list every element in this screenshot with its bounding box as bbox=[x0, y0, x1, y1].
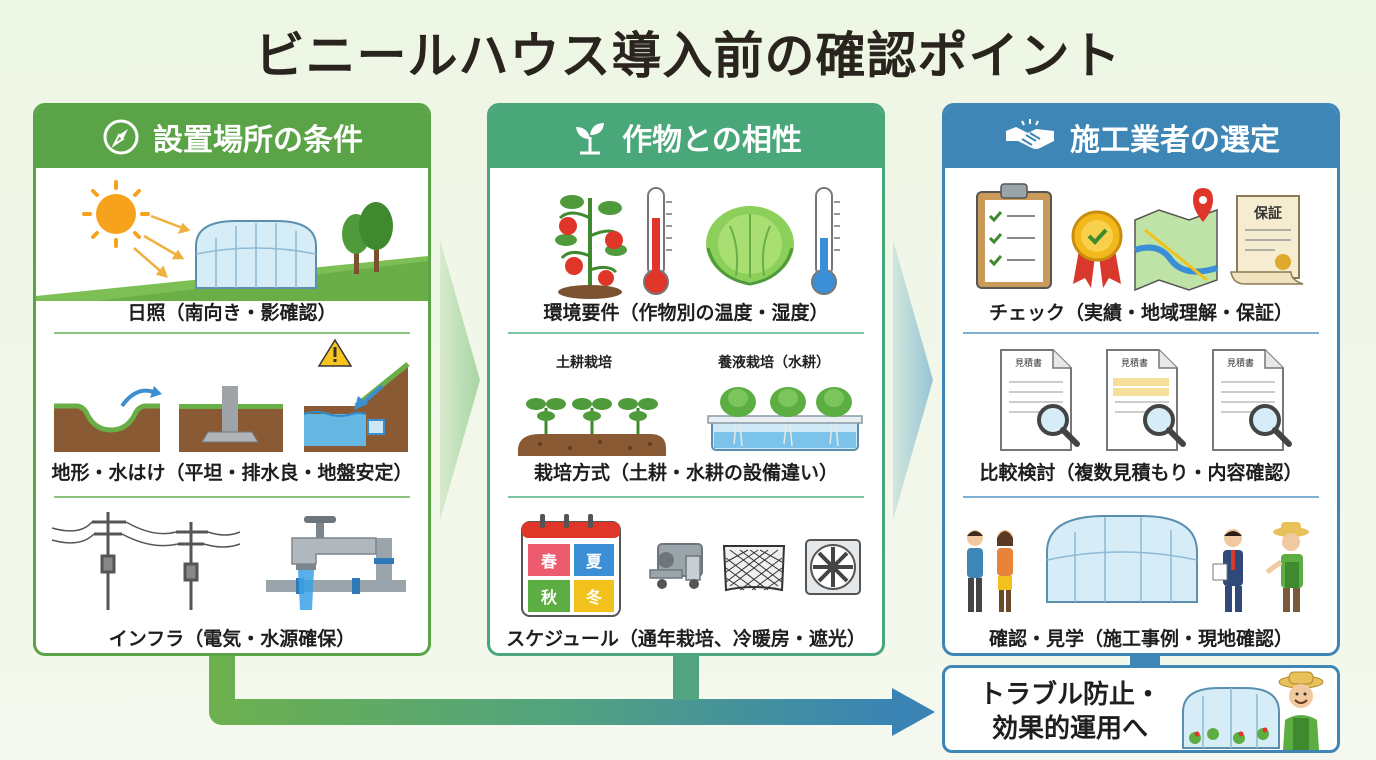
thermometer-cool-icon bbox=[811, 187, 840, 295]
section-caption: インフラ（電気・水源確保） bbox=[108, 628, 356, 650]
utility-pole-icon bbox=[51, 512, 241, 610]
clipboard-icon bbox=[976, 183, 1052, 289]
panel-header: 作物との相性 bbox=[490, 106, 882, 168]
panel-crop-compatibility: 作物との相性 bbox=[487, 103, 885, 656]
section-checklist: 保証 チェック（実績・地域理解・保証） bbox=[945, 168, 1337, 333]
contractor-person-icon bbox=[1212, 529, 1243, 612]
panel-contractor-selection: 施工業者の選定 bbox=[942, 103, 1340, 656]
lettuce-icon bbox=[706, 206, 794, 286]
quotation-document-2: 見積書 bbox=[1106, 349, 1186, 451]
shade-net-icon bbox=[722, 545, 786, 592]
person-icon bbox=[997, 530, 1013, 612]
divider bbox=[963, 332, 1319, 334]
greenhouse-icon bbox=[195, 220, 317, 289]
sunlight-illustration bbox=[36, 180, 428, 301]
sprout-icon bbox=[576, 123, 605, 155]
doc-label: 見積書 bbox=[1121, 357, 1148, 369]
goal-line-2: 効果的運用へ bbox=[991, 714, 1148, 744]
section-caption: 確認・見学（施工事例・現地確認） bbox=[988, 628, 1293, 650]
quotation-document-3: 見積書 bbox=[1212, 349, 1292, 451]
soil-culture-label: 土耕栽培 bbox=[556, 355, 612, 371]
quotation-document-1: 見積書 bbox=[1000, 349, 1080, 451]
season-summer: 夏 bbox=[585, 552, 603, 571]
divider bbox=[54, 496, 410, 498]
compass-icon bbox=[103, 119, 139, 155]
map-icon bbox=[1134, 188, 1218, 292]
section-environment: 環境要件（作物別の温度・湿度） bbox=[490, 168, 882, 333]
section-caption: 環境要件（作物別の温度・湿度） bbox=[543, 302, 829, 324]
panel-heading: 施工業者の選定 bbox=[1070, 123, 1280, 158]
schedule-illustration: 春 夏 秋 冬 bbox=[521, 514, 861, 617]
panel-header: 施工業者の選定 bbox=[945, 106, 1337, 168]
section-comparison: 見積書 見積書 見積書 比較 bbox=[945, 334, 1337, 494]
panel-header: 設置場所の条件 bbox=[36, 106, 428, 168]
doc-label: 見積書 bbox=[1227, 357, 1254, 369]
section-cultivation-method: 土耕栽培 養液栽培（水耕） bbox=[490, 334, 882, 494]
infrastructure-illustration bbox=[51, 512, 406, 610]
section-caption: 栽培方式（土耕・水耕の設備違い） bbox=[533, 462, 838, 484]
section-terrain: 地形・水はけ（平坦・排水良・地盤安定） bbox=[36, 334, 428, 494]
handshake-icon bbox=[1006, 119, 1054, 149]
page-title: ビニールハウス導入前の確認ポイント bbox=[254, 27, 1122, 85]
section-caption: スケジュール（通年栽培、冷暖房・遮光） bbox=[506, 628, 866, 650]
goal-text: トラブル防止・ 効果的運用へ bbox=[965, 678, 1175, 746]
farmer-icon bbox=[1278, 671, 1324, 750]
ventilation-fan-icon bbox=[805, 539, 861, 595]
environment-illustration bbox=[555, 187, 840, 299]
doc-label: 見積書 bbox=[1015, 357, 1042, 369]
goal-illustration bbox=[1182, 671, 1324, 750]
person-icon bbox=[967, 530, 983, 612]
section-caption: 地形・水はけ（平坦・排水良・地盤安定） bbox=[51, 462, 413, 484]
cultivation-illustration bbox=[518, 387, 863, 456]
season-winter: 冬 bbox=[586, 588, 602, 607]
certificate-label: 保証 bbox=[1253, 205, 1282, 222]
section-caption: 比較検討（複数見積もり・内容確認） bbox=[979, 462, 1303, 484]
hydroponic-label: 養液栽培（水耕） bbox=[718, 355, 830, 371]
panel-site-conditions: 設置場所の条件 bbox=[33, 103, 431, 656]
site-visit-illustration bbox=[967, 515, 1309, 612]
greenhouse-icon bbox=[1046, 515, 1198, 603]
sun-icon bbox=[82, 180, 150, 248]
farmer-person-icon bbox=[1265, 522, 1309, 612]
quotation-illustration: 見積書 見積書 見積書 bbox=[1000, 349, 1292, 451]
heater-icon bbox=[649, 543, 703, 589]
faucet-icon bbox=[266, 516, 406, 610]
section-caption: 日照（南向き・影確認） bbox=[127, 302, 337, 324]
divider bbox=[963, 496, 1319, 498]
award-badge-icon bbox=[1071, 210, 1123, 288]
hydroponic-tank-icon bbox=[707, 387, 863, 451]
section-caption: チェック（実績・地域理解・保証） bbox=[988, 302, 1293, 324]
soil-bed-icon bbox=[518, 398, 666, 456]
checklist-illustration: 保証 bbox=[976, 183, 1304, 292]
goal-line-1: トラブル防止・ bbox=[978, 680, 1161, 710]
thermometer-hot-icon bbox=[643, 187, 672, 295]
section-site-visit: 確認・見学（施工事例・現地確認） bbox=[945, 498, 1337, 653]
divider bbox=[508, 332, 864, 334]
divider bbox=[508, 496, 864, 498]
season-autumn: 秋 bbox=[541, 588, 558, 607]
terrain-illustration bbox=[54, 338, 410, 452]
section-sunlight: 日照（南向き・影確認） bbox=[36, 168, 428, 333]
season-spring: 春 bbox=[540, 552, 558, 571]
certificate-icon: 保証 bbox=[1230, 195, 1304, 285]
tree-icon bbox=[342, 202, 393, 274]
goal-box: トラブル防止・ 効果的運用へ bbox=[942, 665, 1340, 753]
panel-heading: 設置場所の条件 bbox=[153, 123, 363, 158]
panel-heading: 作物との相性 bbox=[622, 123, 802, 158]
divider bbox=[54, 332, 410, 334]
section-infrastructure: インフラ（電気・水源確保） bbox=[36, 498, 428, 653]
tomato-plant-icon bbox=[555, 195, 627, 299]
section-schedule: 春 夏 秋 冬 bbox=[490, 498, 882, 653]
greenhouse-icon bbox=[1182, 687, 1280, 749]
warning-icon bbox=[317, 338, 353, 367]
calendar-icon: 春 夏 秋 冬 bbox=[521, 514, 621, 617]
